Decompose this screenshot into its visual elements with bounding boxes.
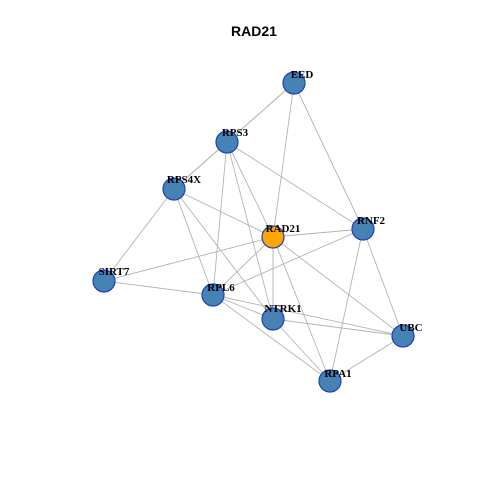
node-circle-rnf2 [351, 217, 375, 241]
edge-rnf2-rpa1 [329, 228, 364, 382]
node-sirt7: SIRT7 [92, 266, 130, 293]
node-label-sirt7: SIRT7 [99, 266, 130, 278]
edge-eed-rnf2 [293, 82, 364, 230]
node-label-rpa1: RPA1 [324, 368, 351, 380]
edge-rad21-rnf2 [272, 228, 364, 238]
node-rpl6: RPL6 [201, 282, 235, 307]
node-label-eed: EED [291, 69, 314, 81]
edge-rpl6-ubc [212, 294, 404, 337]
node-label-rpl6: RPL6 [207, 282, 235, 294]
edge-rps3-rps4x [173, 141, 228, 190]
edge-rad21-rpa1 [272, 236, 331, 382]
edge-rad21-rpl6 [212, 236, 274, 296]
node-label-rps4x: RPS4X [167, 174, 201, 186]
edge-eed-rad21 [272, 82, 295, 238]
node-circle-ntrk1 [261, 307, 285, 331]
edge-rpl6-rpa1 [212, 294, 331, 382]
node-rpa1: RPA1 [318, 368, 352, 393]
node-label-ubc: UBC [399, 322, 422, 334]
node-circle-ubc [391, 324, 415, 348]
node-circle-rad21 [261, 225, 285, 249]
node-circle-rps3 [215, 130, 239, 154]
edge-rnf2-rpl6 [212, 228, 364, 296]
edge-rad21-ubc [272, 236, 404, 337]
edge-rps4x-rad21 [173, 188, 274, 238]
edge-rps3-rpl6 [212, 141, 228, 296]
diagram-title: RAD21 [231, 23, 277, 39]
edge-rps4x-ntrk1 [173, 188, 274, 320]
node-label-rad21: RAD21 [266, 223, 301, 235]
node-circle-rpa1 [318, 369, 342, 393]
edge-rad21-sirt7 [103, 236, 274, 282]
node-rps4x: RPS4X [162, 174, 201, 201]
node-label-rnf2: RNF2 [357, 215, 386, 227]
node-label-ntrk1: NTRK1 [264, 303, 301, 315]
node-label-rps3: RPS3 [222, 127, 249, 139]
node-circle-rpl6 [201, 283, 225, 307]
node-eed: EED [282, 69, 314, 95]
edge-rps3-rad21 [226, 141, 274, 238]
node-circle-rps4x [162, 177, 186, 201]
node-rad21: RAD21 [261, 223, 301, 249]
edge-sirt7-rpl6 [103, 280, 214, 296]
node-circle-sirt7 [92, 269, 116, 293]
node-circle-eed [282, 71, 306, 95]
edge-rps4x-rpl6 [173, 188, 214, 296]
node-rps3: RPS3 [215, 127, 249, 154]
edge-layer [103, 82, 404, 382]
node-rnf2: RNF2 [351, 215, 386, 241]
edge-rps3-ntrk1 [226, 141, 274, 320]
edge-rps3-rnf2 [226, 141, 364, 230]
edge-rnf2-ubc [362, 228, 404, 337]
node-ntrk1: NTRK1 [261, 303, 302, 331]
edge-ntrk1-rpa1 [272, 318, 331, 382]
edge-ntrk1-ubc [272, 318, 404, 337]
node-ubc: UBC [391, 322, 423, 348]
edge-ubc-rpa1 [329, 335, 404, 382]
edge-rps4x-sirt7 [103, 188, 175, 282]
